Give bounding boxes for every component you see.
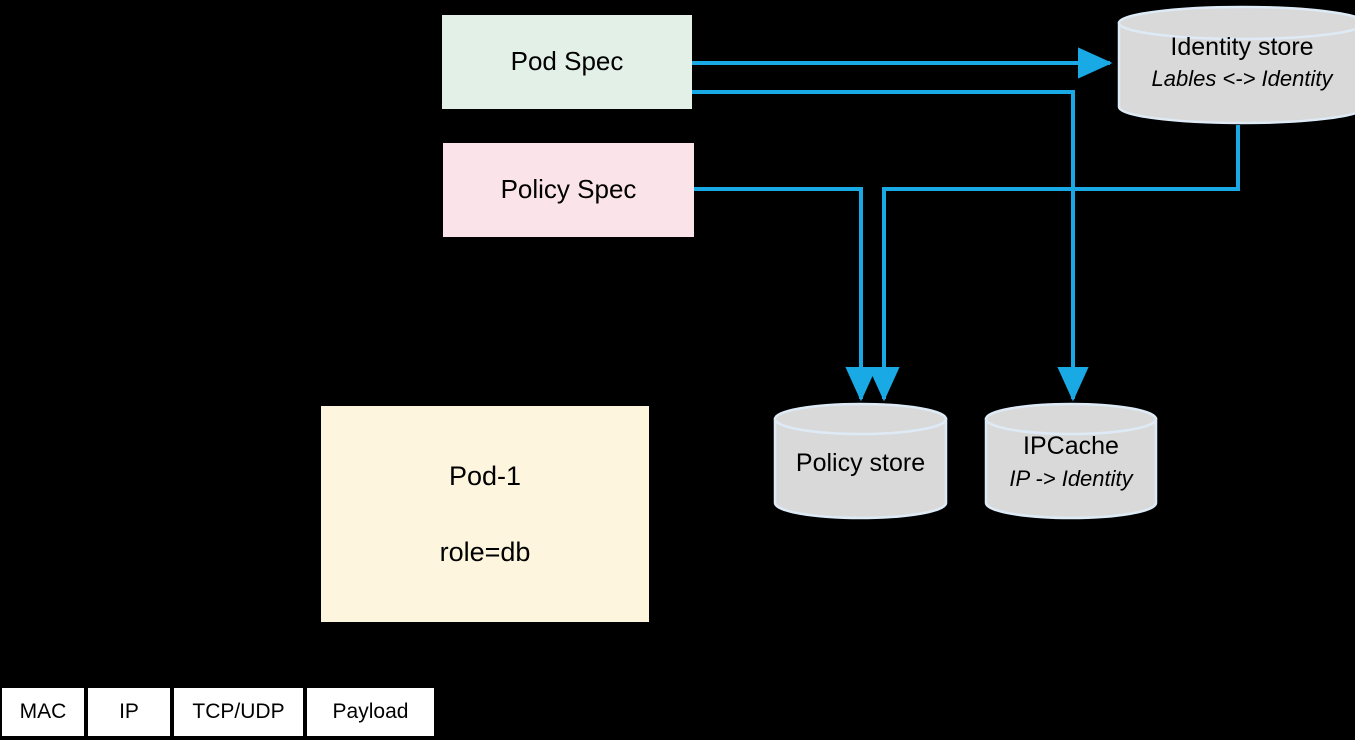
policy-spec-label: Policy Spec: [500, 174, 637, 205]
packet-cell-mac-label: MAC: [19, 700, 67, 723]
pod-1-box[interactable]: Pod-1 role=db: [321, 406, 649, 622]
packet-bar: MAC IP TCP/UDP Payload: [2, 688, 434, 736]
packet-cell-ip[interactable]: IP: [88, 688, 170, 736]
pod-spec-label: Pod Spec: [510, 46, 624, 77]
identity-store-subtitle: Lables <-> Identity: [1151, 65, 1333, 91]
cylinder-shape-icon: [984, 402, 1158, 520]
packet-cell-payload-label: Payload: [332, 700, 409, 723]
ipcache-title: IPCache: [1023, 432, 1119, 460]
wire-identity-store-to-policy-store: [868, 125, 1240, 402]
packet-cell-mac[interactable]: MAC: [2, 688, 84, 736]
ipcache-cylinder[interactable]: IPCache IP -> Identity: [984, 402, 1158, 520]
ipcache-subtitle: IP -> Identity: [1009, 465, 1133, 491]
pod-spec-box[interactable]: Pod Spec: [442, 15, 692, 109]
packet-cell-tcp-udp-label: TCP/UDP: [192, 700, 285, 723]
wire-pod-spec-to-ipcache: [692, 90, 1089, 402]
policy-spec-box[interactable]: Policy Spec: [443, 143, 694, 237]
wire-policy-spec-to-policy-store: [694, 187, 877, 402]
policy-store-cylinder[interactable]: Policy store: [773, 402, 948, 520]
cylinder-shape-icon: [773, 402, 948, 520]
packet-cell-ip-label: IP: [119, 700, 139, 723]
pod-1-labels: role=db: [439, 537, 531, 567]
policy-store-title: Policy store: [795, 449, 926, 477]
packet-cell-payload[interactable]: Payload: [307, 688, 434, 736]
packet-cell-tcp-udp[interactable]: TCP/UDP: [174, 688, 303, 736]
identity-store-title: Identity store: [1170, 33, 1314, 61]
identity-store-cylinder[interactable]: Identity store Lables <-> Identity: [1117, 5, 1355, 125]
pod-1-name: Pod-1: [448, 460, 522, 491]
cylinder-shape-icon: [1117, 5, 1355, 125]
